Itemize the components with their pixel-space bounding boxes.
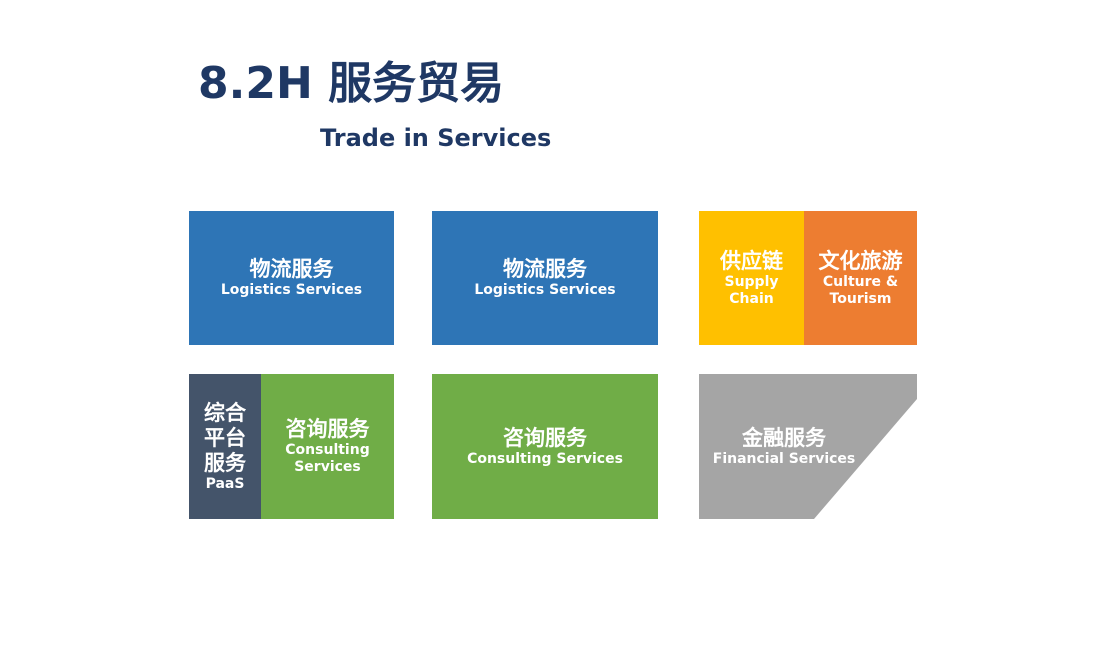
block-label-en: Logistics Services [474,282,616,298]
block-label-en-line1: Supply [724,273,779,290]
block-label-en: PaaS [205,475,245,492]
block-label-en-line1: Consulting [285,442,370,458]
block-label-en-line2: Services [294,459,361,475]
block-label-zh: 物流服务 [503,257,587,281]
consulting-services-block-2: 咨询服务 Consulting Services [432,374,658,519]
block-label-en-line2: Tourism [829,290,892,307]
block-label-en: Logistics Services [220,282,363,298]
block-label-zh: 文化旅游 [818,248,903,273]
block-label-zh-line1: 综合 [204,400,246,425]
financial-services-block: 金融服务 Financial Services [699,374,917,519]
financial-services-text: 金融服务 Financial Services [699,374,869,519]
block-label-en: Financial Services [712,450,856,467]
block-label-en-line1: Culture & [822,273,899,290]
block-label-en: Consulting Services [467,450,623,467]
block-label-zh: 供应链 [720,248,783,273]
block-label-zh-line3: 服务 [204,450,246,475]
logistics-services-block-1: 物流服务 Logistics Services [189,211,394,345]
page-title: 8.2H 服务贸易 [198,58,505,109]
consulting-services-block-1: 咨询服务 Consulting Services [261,374,394,519]
page-subtitle: Trade in Services [320,124,552,152]
block-label-zh: 咨询服务 [285,417,370,441]
block-label-zh: 金融服务 [742,425,826,450]
block-label-zh: 咨询服务 [503,425,587,450]
culture-tourism-block: 文化旅游 Culture & Tourism [804,211,917,345]
block-label-en-line2: Chain [729,290,774,307]
block-label-zh-line2: 平台 [204,425,246,450]
block-label-zh: 物流服务 [249,257,334,281]
paas-block: 综合 平台 服务 PaaS [189,374,261,519]
financial-services-shape [699,374,917,519]
supply-chain-block: 供应链 Supply Chain [699,211,804,345]
logistics-services-block-2: 物流服务 Logistics Services [432,211,658,345]
